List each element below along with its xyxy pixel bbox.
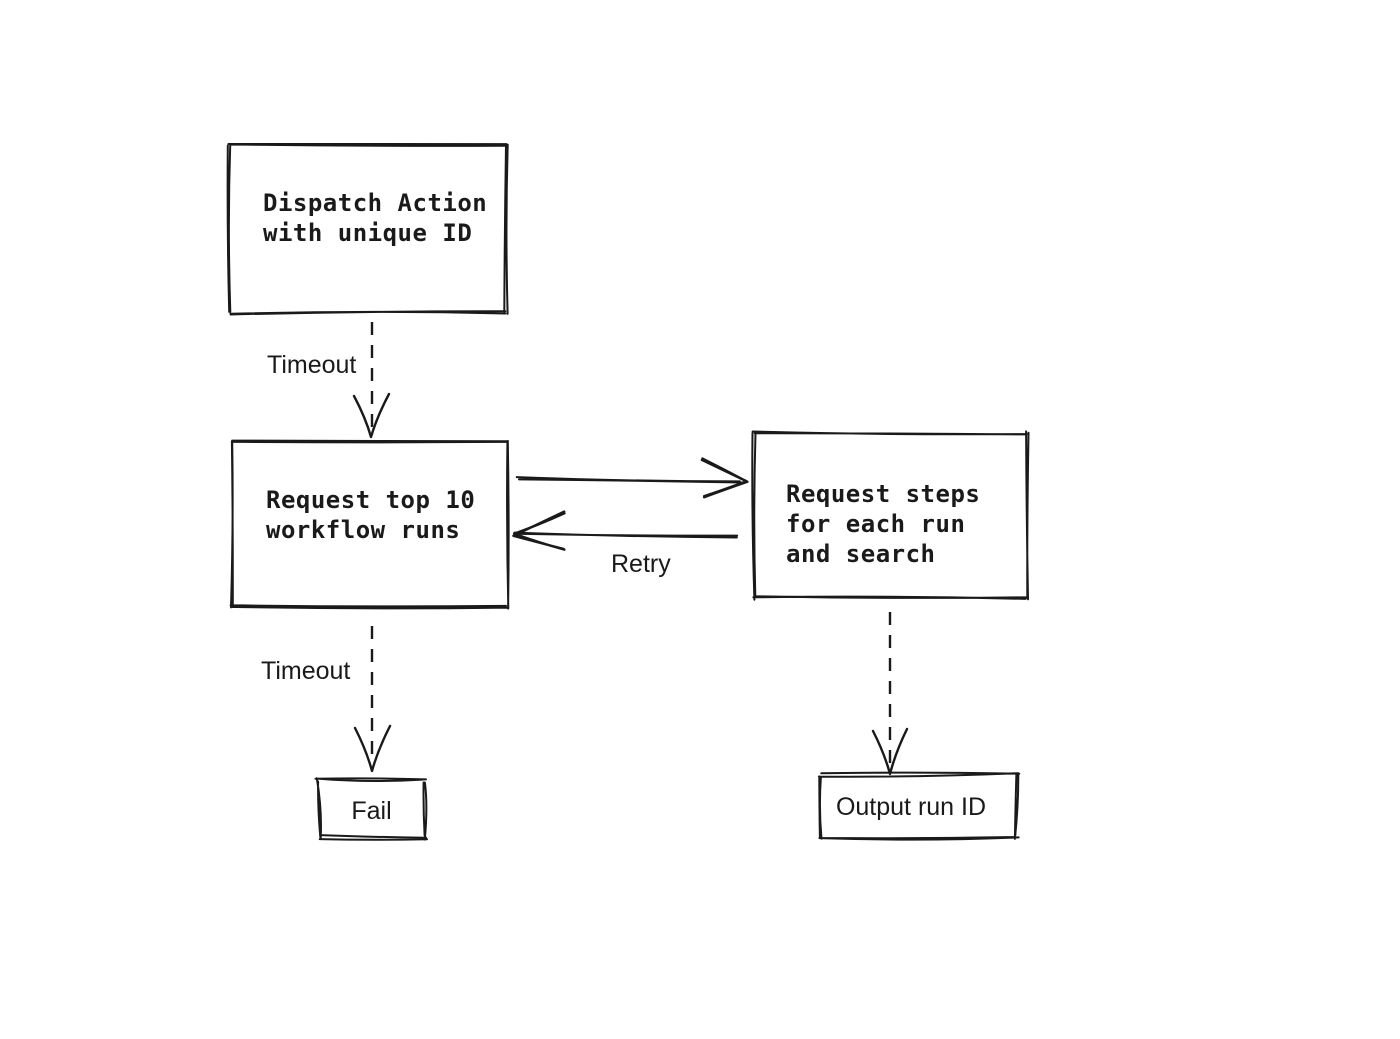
node-dispatch-action-label: Dispatch Action with unique ID <box>263 189 488 247</box>
retry-edge <box>513 531 739 539</box>
node-fail-label: Fail <box>351 797 392 825</box>
node-request-steps-label: Request steps for each run and search <box>786 480 981 568</box>
timeout-bottom-arrowhead <box>353 724 392 773</box>
fail-box <box>314 777 428 841</box>
node-request-top10-label: Request top 10 workflow runs <box>266 486 476 544</box>
request-steps-box <box>751 430 1030 601</box>
output-run-id-arrowhead <box>871 727 909 776</box>
edge-label-retry: Retry <box>611 550 671 578</box>
sketch-layer <box>226 143 1030 841</box>
to-request-steps-arrowhead <box>700 457 749 499</box>
edge-label-timeout-top: Timeout <box>267 351 357 379</box>
dispatch-action-box <box>226 143 509 316</box>
to-request-steps-edge <box>515 476 743 484</box>
edge-label-timeout-bottom: Timeout <box>261 657 351 685</box>
retry-arrowhead <box>512 510 566 551</box>
output-run-id-box <box>817 771 1021 841</box>
request-top10-box <box>229 439 510 610</box>
node-output-run-id-label: Output run ID <box>835 793 987 821</box>
timeout-top-arrowhead <box>352 392 391 439</box>
